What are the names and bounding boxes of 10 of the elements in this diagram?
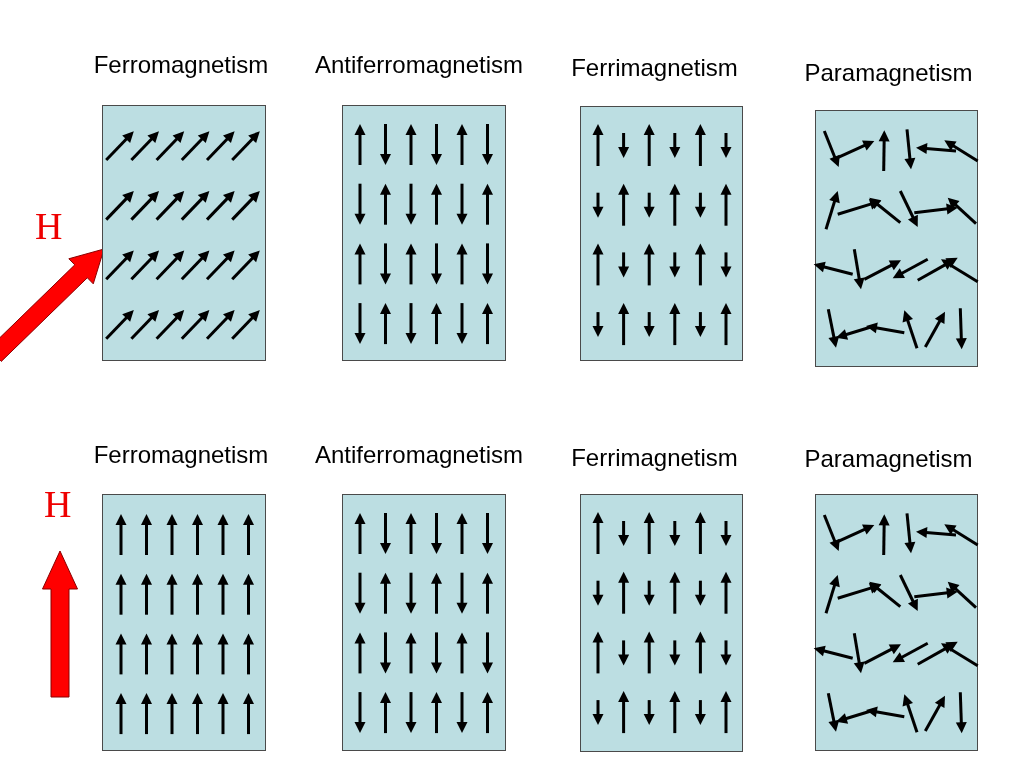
field-label: H [44,485,72,523]
panel-heading: Ferromagnetism [93,53,269,77]
panel-heading: Antiferromagnetism [314,443,524,467]
panel-heading: Antiferromagnetism [314,53,524,77]
panel-heading: Ferrimagnetism [571,56,738,80]
panel-heading: Ferromagnetism [93,443,269,467]
panel-heading: Paramagnetism [804,447,973,471]
panel-heading: Ferrimagnetism [571,446,738,470]
panel-heading: Paramagnetism [804,61,973,85]
field-label: H [35,207,63,245]
